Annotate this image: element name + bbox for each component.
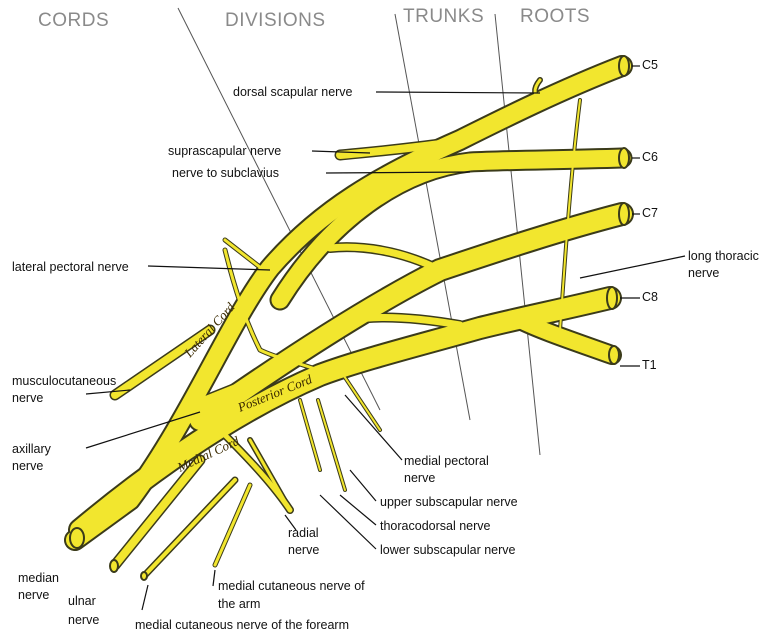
- label-dorsal-scapular-nerve: dorsal scapular nerve: [233, 84, 353, 100]
- root-label-c5: C5: [642, 58, 658, 72]
- header-divisions: DIVISIONS: [225, 10, 326, 32]
- label-ulnar-1: ulnar: [68, 593, 96, 609]
- root-label-c6: C6: [642, 150, 658, 164]
- root-cap-c8: [607, 287, 617, 309]
- label-musculocutaneous-1: musculocutaneous: [12, 373, 116, 389]
- root-label-c7: C7: [642, 206, 658, 220]
- median-nerve-end: [70, 528, 84, 548]
- label-musculocutaneous-2: nerve: [12, 390, 43, 406]
- leader-upper-subscapular: [350, 470, 376, 501]
- label-long-thoracic-2: nerve: [688, 265, 719, 281]
- root-label-c8: C8: [642, 290, 658, 304]
- label-med-cut-arm-1: medial cutaneous nerve of: [218, 578, 365, 594]
- leader-lower-subscapular: [320, 495, 376, 549]
- label-long-thoracic-1: long thoracic: [688, 248, 759, 264]
- leader-long-thoracic: [580, 256, 685, 278]
- header-cords: CORDS: [38, 10, 109, 32]
- nerve-fills: [75, 66, 622, 575]
- header-trunks: TRUNKS: [403, 6, 484, 28]
- label-lower-subscapular-nerve: lower subscapular nerve: [380, 542, 516, 558]
- label-thoracodorsal-nerve: thoracodorsal nerve: [380, 518, 490, 534]
- label-median-2: nerve: [18, 587, 49, 603]
- leader-dorsal-scapular: [376, 92, 540, 93]
- label-median-1: median: [18, 570, 59, 586]
- label-radial-2: nerve: [288, 542, 319, 558]
- leader-lateral-pectoral: [148, 266, 270, 270]
- root-cap-c7: [619, 203, 629, 225]
- header-roots: ROOTS: [520, 6, 590, 28]
- leader-thoracodorsal: [340, 495, 376, 525]
- label-upper-subscapular-nerve: upper subscapular nerve: [380, 494, 518, 510]
- leader-med-cut-forearm: [142, 585, 148, 610]
- root-label-t1: T1: [642, 358, 657, 372]
- label-ulnar-2: nerve: [68, 612, 99, 628]
- leader-medial-pectoral: [345, 395, 402, 460]
- leader-med-cut-arm: [213, 570, 215, 586]
- label-axillary-2: nerve: [12, 458, 43, 474]
- label-axillary-1: axillary: [12, 441, 51, 457]
- label-medial-pectoral-1: medial pectoral: [404, 453, 489, 469]
- label-med-cut-forearm: medial cutaneous nerve of the forearm: [135, 617, 349, 633]
- label-radial-1: radial: [288, 525, 319, 541]
- label-med-cut-arm-2: the arm: [218, 596, 260, 612]
- root-cap-c6: [619, 148, 629, 168]
- label-medial-pectoral-2: nerve: [404, 470, 435, 486]
- label-nerve-to-subclavius: nerve to subclavius: [172, 165, 279, 181]
- root-cap-c5: [619, 56, 629, 76]
- label-suprascapular-nerve: suprascapular nerve: [168, 143, 281, 159]
- ulnar-nerve-end: [110, 560, 118, 572]
- label-lateral-pectoral-nerve: lateral pectoral nerve: [12, 259, 129, 275]
- root-cap-t1: [609, 346, 619, 364]
- med-cut-forearm-end: [141, 572, 147, 580]
